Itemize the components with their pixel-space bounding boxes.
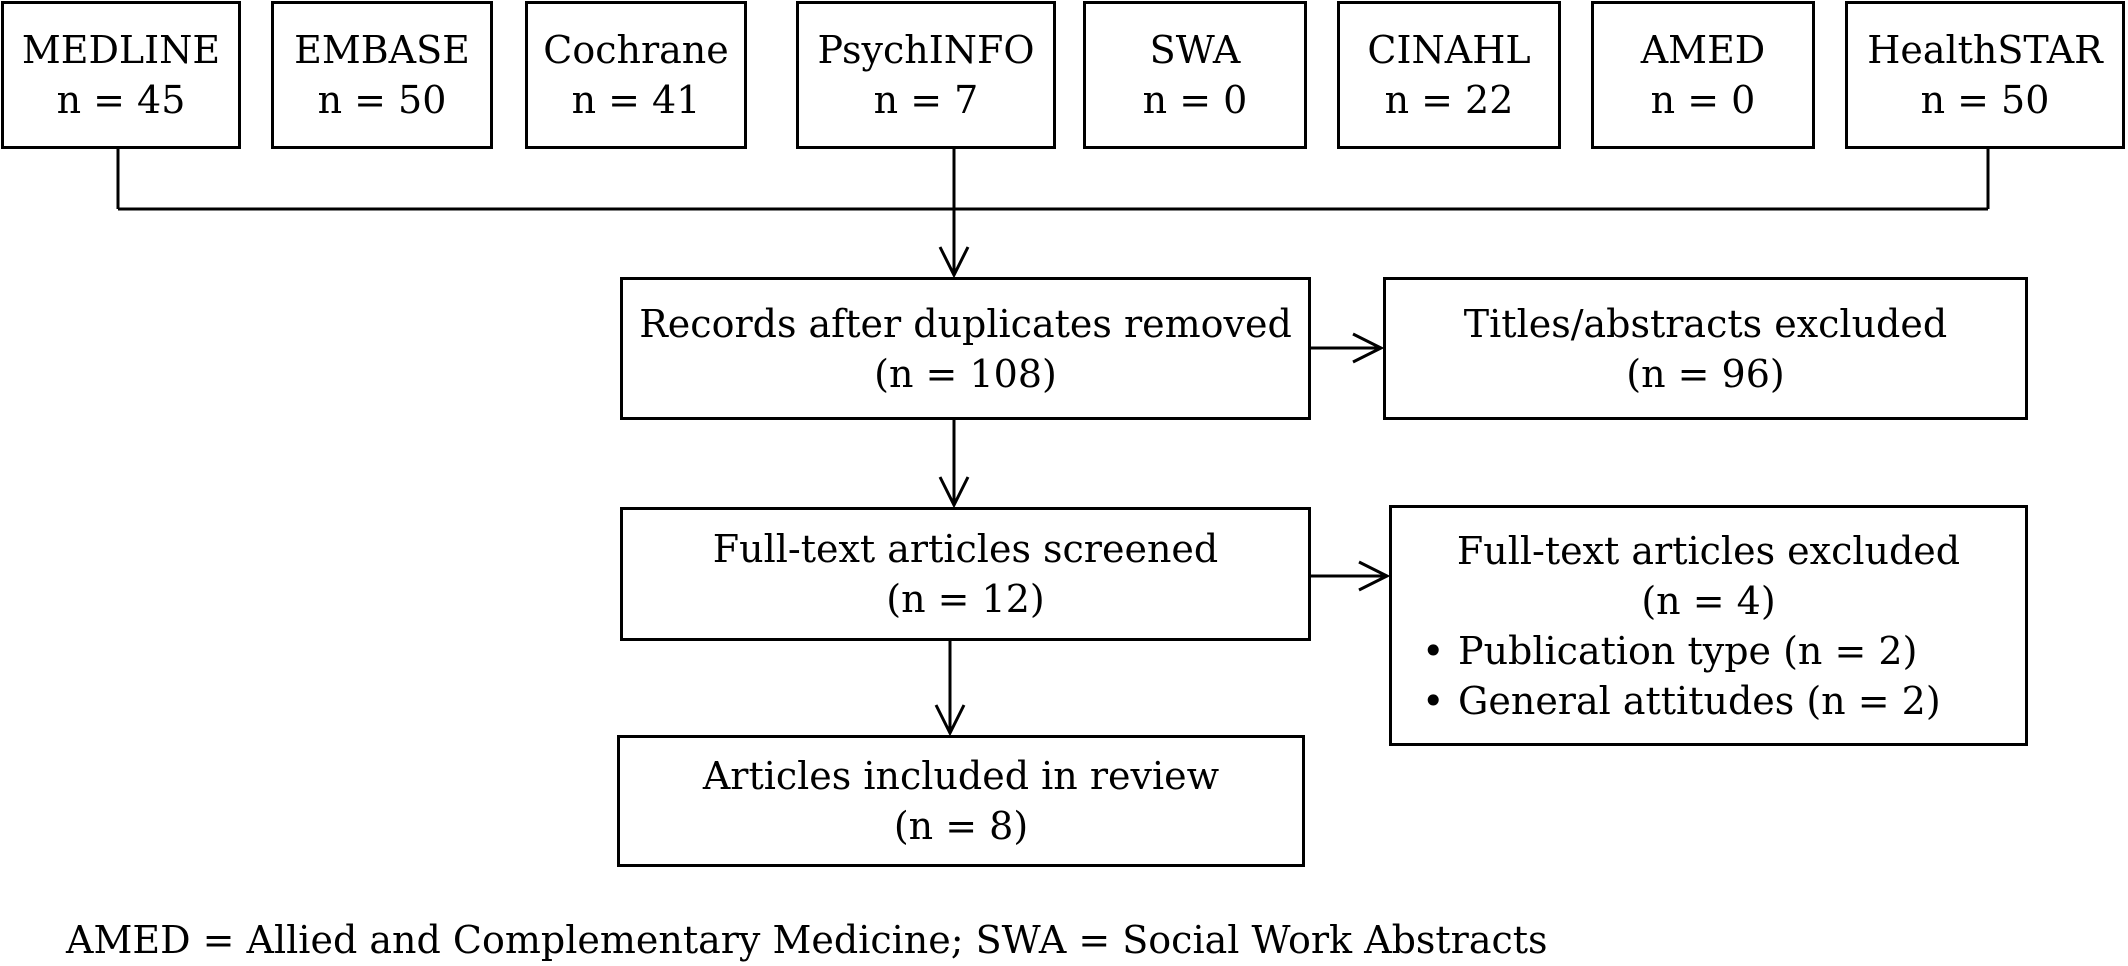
source-count: n = 22 <box>1384 78 1514 122</box>
source-name: PsychINFO <box>817 28 1035 72</box>
source-box-amed: AMED n = 0 <box>1591 1 1815 149</box>
source-name: EMBASE <box>294 28 470 72</box>
source-box-embase: EMBASE n = 50 <box>271 1 493 149</box>
exclusion-reasons-list: Publication type (n = 2) General attitud… <box>1422 626 1941 726</box>
arrowhead-titles-excluded <box>1352 332 1385 364</box>
included-count: (n = 8) <box>893 804 1029 848</box>
source-box-swa: SWA n = 0 <box>1083 1 1307 149</box>
abbreviations-footnote: AMED = Allied and Complementary Medicine… <box>66 918 1548 962</box>
source-name: Cochrane <box>543 28 729 72</box>
records-count: (n = 108) <box>874 351 1057 396</box>
source-count: n = 7 <box>873 78 979 122</box>
fulltext-excluded-box: Full-text articles excluded (n = 4) Publ… <box>1389 505 2028 746</box>
titles-excluded-label: Titles/abstracts excluded <box>1463 301 1948 346</box>
source-box-psychinfo: PsychINFO n = 7 <box>796 1 1056 149</box>
arrowhead-included <box>934 704 966 737</box>
source-count: n = 50 <box>317 78 447 122</box>
arrowhead-fulltext <box>938 476 970 509</box>
arrowhead-fulltext-excluded <box>1358 560 1391 592</box>
source-name: MEDLINE <box>21 28 221 72</box>
source-box-medline: MEDLINE n = 45 <box>1 1 241 149</box>
included-label: Articles included in review <box>702 754 1220 798</box>
titles-excluded-count: (n = 96) <box>1626 351 1785 396</box>
source-box-cinahl: CINAHL n = 22 <box>1337 1 1561 149</box>
exclusion-reason: General attitudes (n = 2) <box>1422 676 1941 726</box>
fulltext-screened-box: Full-text articles screened (n = 12) <box>620 507 1311 641</box>
source-box-cochrane: Cochrane n = 41 <box>525 1 747 149</box>
source-name: HealthSTAR <box>1867 28 2103 72</box>
source-count: n = 45 <box>56 78 186 122</box>
included-box: Articles included in review (n = 8) <box>617 735 1305 867</box>
source-count: n = 50 <box>1920 78 2050 122</box>
source-count: n = 41 <box>571 78 701 122</box>
records-label: Records after duplicates removed <box>639 301 1292 346</box>
source-name: CINAHL <box>1367 28 1531 72</box>
arrowhead-records <box>938 246 970 279</box>
source-count: n = 0 <box>1650 78 1756 122</box>
exclusion-reason: Publication type (n = 2) <box>1422 626 1941 676</box>
source-name: AMED <box>1640 28 1766 72</box>
titles-excluded-box: Titles/abstracts excluded (n = 96) <box>1383 277 2028 420</box>
source-count: n = 0 <box>1142 78 1248 122</box>
source-name: SWA <box>1149 28 1241 72</box>
source-box-healthstar: HealthSTAR n = 50 <box>1845 1 2125 149</box>
records-after-duplicates-box: Records after duplicates removed (n = 10… <box>620 277 1311 420</box>
fulltext-screened-count: (n = 12) <box>886 577 1045 621</box>
fulltext-screened-label: Full-text articles screened <box>712 527 1219 571</box>
fulltext-excluded-label: Full-text articles excluded <box>1456 529 1961 573</box>
fulltext-excluded-count: (n = 4) <box>1641 579 1776 623</box>
